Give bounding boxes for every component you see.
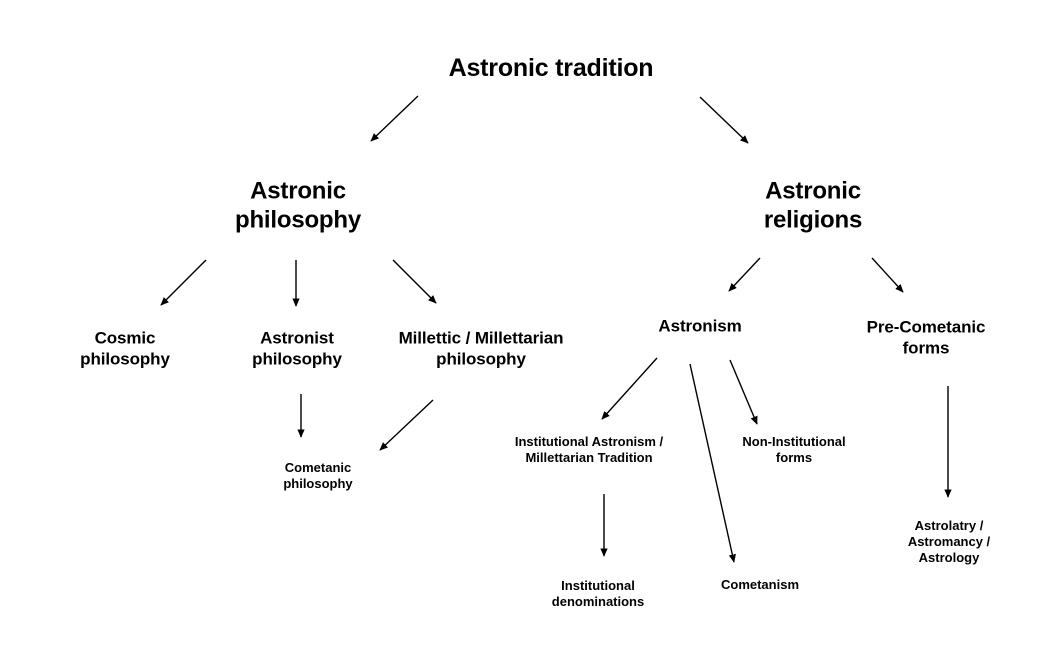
node-astronic-philosophy: Astronic philosophy <box>235 177 361 234</box>
node-millettic-millettarian-philosophy: Millettic / Millettarian philosophy <box>398 328 564 368</box>
arrow-astronic-religions-to-pre-cometanic-forms <box>871 257 904 293</box>
node-institutional-astronism-millettarian-tradition: Institutional Astronism / Millettarian T… <box>514 434 664 465</box>
node-cosmic-philosophy: Cosmic philosophy <box>80 328 170 368</box>
node-astronic-tradition: Astronic tradition <box>448 53 654 82</box>
arrow-astronism-to-cometanism <box>689 363 736 563</box>
arrow-astronic-religions-to-astronism <box>728 257 761 292</box>
node-institutional-denominations: Institutional denominations <box>551 578 645 609</box>
node-pre-cometanic-forms: Pre-Cometanic forms <box>866 317 986 357</box>
arrow-astronic-tradition-to-astronic-religions <box>699 96 749 144</box>
node-astrolatry-astromancy-astrology: Astrolatry / Astromancy / Astrology <box>907 518 991 565</box>
node-cometanic-philosophy: Cometanic philosophy <box>283 460 353 491</box>
node-astronism: Astronism <box>658 316 742 336</box>
node-cometanism: Cometanism <box>720 577 800 593</box>
arrow-millettic-millettarian-philosophy-to-cometanic-philosophy <box>379 399 434 451</box>
arrow-astronism-to-non-institutional-forms <box>729 359 758 425</box>
node-astronic-religions: Astronic religions <box>763 177 863 234</box>
arrow-astronic-philosophy-to-millettic-millettarian-philosophy <box>392 259 437 304</box>
arrow-astronism-to-institutional-astronism-millettarian-tradition <box>601 357 658 420</box>
arrow-astronic-tradition-to-astronic-philosophy <box>370 95 419 142</box>
arrow-astronic-philosophy-to-cosmic-philosophy <box>160 259 207 306</box>
node-non-institutional-forms: Non-Institutional forms <box>742 434 846 465</box>
node-astronist-philosophy: Astronist philosophy <box>252 328 342 368</box>
